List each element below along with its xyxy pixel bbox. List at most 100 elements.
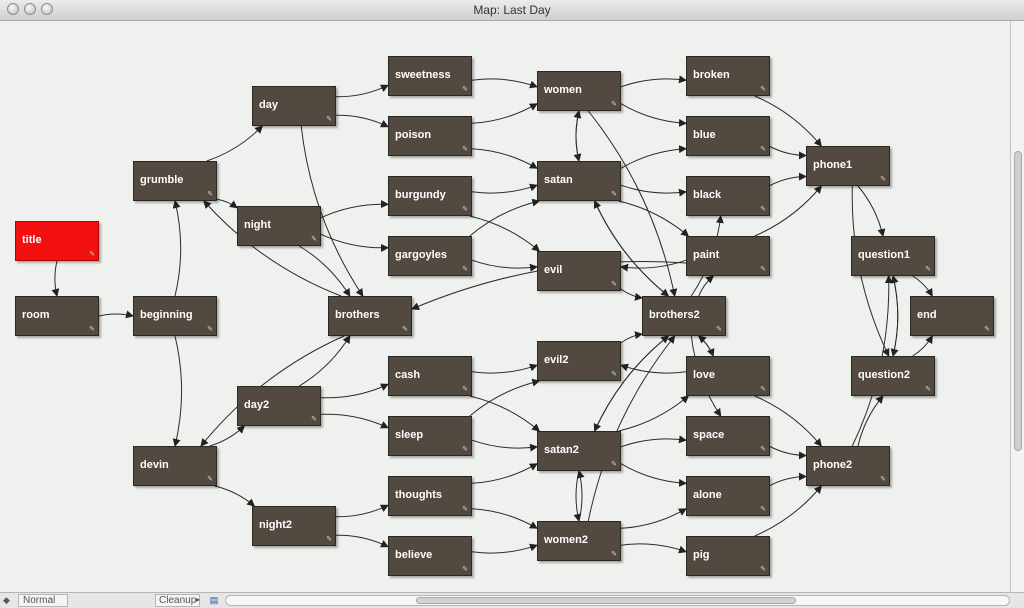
node-grumble[interactable]: grumble ✎ xyxy=(133,161,217,201)
node-beginning[interactable]: beginning✎ xyxy=(133,296,217,336)
node-phone2[interactable]: phone2✎ xyxy=(806,446,890,486)
node-burgundy[interactable]: burgundy ✎ xyxy=(388,176,472,216)
node-link-icon: ✎ xyxy=(880,176,886,183)
horizontal-scroll-thumb[interactable] xyxy=(416,597,796,604)
edge-brothers-to-grumble xyxy=(203,200,342,297)
cleanup-arrow-icon[interactable]: ▸ xyxy=(196,595,201,604)
edge-thoughts-to-women2 xyxy=(471,508,538,529)
node-link-icon: ✎ xyxy=(611,101,617,108)
node-link-icon: ✎ xyxy=(462,206,468,213)
node-label: satan xyxy=(544,174,573,186)
node-cash[interactable]: cash✎ xyxy=(388,356,472,396)
edge-evil2-to-brothers2 xyxy=(620,331,643,344)
node-satan[interactable]: satan✎ xyxy=(537,161,621,201)
node-day[interactable]: day✎ xyxy=(252,86,336,126)
cleanup-button[interactable]: Cleanup xyxy=(155,594,201,607)
node-gargoyles[interactable]: gargoyles✎ xyxy=(388,236,472,276)
window-titlebar: Map: Last Day xyxy=(0,0,1024,21)
node-sweetness[interactable]: sweetness✎ xyxy=(388,56,472,96)
edge-grumble-to-night xyxy=(216,198,238,209)
node-evil2[interactable]: evil2✎ xyxy=(537,341,621,381)
node-believe[interactable]: believe✎ xyxy=(388,536,472,576)
node-paint[interactable]: paint✎ xyxy=(686,236,770,276)
edge-women2-to-satan2 xyxy=(576,470,585,522)
node-label: question1 xyxy=(858,249,910,261)
node-label: women2 xyxy=(544,534,589,546)
node-label: night xyxy=(244,219,271,231)
node-question2[interactable]: question2✎ xyxy=(851,356,935,396)
close-window-button[interactable] xyxy=(7,3,19,15)
minimize-window-button[interactable] xyxy=(24,3,36,15)
node-label: devin xyxy=(140,459,169,471)
node-label: cash xyxy=(395,369,421,381)
node-brothers[interactable]: brothers✎ xyxy=(328,296,412,336)
node-question1[interactable]: question1✎ xyxy=(851,236,935,276)
edge-women2-to-pig xyxy=(620,543,687,554)
edge-brothers2-to-paint xyxy=(698,275,715,297)
node-phone1[interactable]: phone1✎ xyxy=(806,146,890,186)
node-label: day2 xyxy=(244,399,270,411)
mode-menu-arrow-icon[interactable]: ◆ xyxy=(3,595,10,605)
node-poison[interactable]: poison✎ xyxy=(388,116,472,156)
vertical-scroll-thumb[interactable] xyxy=(1014,151,1022,451)
edge-beginning-to-grumble xyxy=(172,200,182,297)
edge-brothers2-to-love xyxy=(698,335,715,357)
vertical-scrollbar[interactable] xyxy=(1010,21,1024,592)
node-label: gargoyles xyxy=(395,249,447,261)
node-label: grumble xyxy=(140,174,184,186)
node-label: end xyxy=(917,309,937,321)
node-black[interactable]: black✎ xyxy=(686,176,770,216)
mode-select[interactable]: Normal xyxy=(18,594,68,607)
node-link-icon: ✎ xyxy=(716,326,722,333)
node-label: sweetness xyxy=(395,69,451,81)
node-pig[interactable]: pig✎ xyxy=(686,536,770,576)
edge-gargoyles-to-evil xyxy=(471,259,538,272)
node-label: night2 xyxy=(259,519,292,531)
horizontal-scrollbar[interactable] xyxy=(225,595,1010,606)
node-label: black xyxy=(693,189,722,201)
node-link-icon: ✎ xyxy=(925,386,931,393)
node-label: broken xyxy=(693,69,730,81)
edge-sleep-to-satan2 xyxy=(471,439,538,452)
zoom-window-button[interactable] xyxy=(41,3,53,15)
node-sleep[interactable]: sleep✎ xyxy=(388,416,472,456)
node-brothers2[interactable]: brothers2✎ xyxy=(642,296,726,336)
node-label: satan2 xyxy=(544,444,579,456)
node-satan2[interactable]: satan2✎ xyxy=(537,431,621,471)
edge-night-to-gargoyles xyxy=(320,233,389,252)
node-label: burgundy xyxy=(395,189,446,201)
edge-poison-to-satan xyxy=(471,148,538,169)
node-label: blue xyxy=(693,129,716,141)
node-space[interactable]: space✎ xyxy=(686,416,770,456)
node-blue[interactable]: blue✎ xyxy=(686,116,770,156)
edge-phone1-to-question1 xyxy=(857,185,886,237)
node-night[interactable]: night✎ xyxy=(237,206,321,246)
edge-women2-to-brothers2 xyxy=(587,335,676,522)
grid-tool-icon[interactable]: ▤ xyxy=(209,595,219,605)
node-love[interactable]: love✎ xyxy=(686,356,770,396)
node-title[interactable]: title✎ xyxy=(15,221,99,261)
edge-satan-to-black xyxy=(620,184,687,197)
map-canvas[interactable]: title✎room✎grumble✎beginning✎devin✎day✎n… xyxy=(0,21,1010,592)
edge-paint-to-phone1 xyxy=(754,185,822,237)
node-women2[interactable]: women2✎ xyxy=(537,521,621,561)
node-link-icon: ✎ xyxy=(207,191,213,198)
node-women[interactable]: women✎ xyxy=(537,71,621,111)
node-thoughts[interactable]: thoughts✎ xyxy=(388,476,472,516)
node-link-icon: ✎ xyxy=(760,266,766,273)
node-broken[interactable]: broken✎ xyxy=(686,56,770,96)
edge-sweetness-to-women xyxy=(471,78,538,89)
node-room[interactable]: room✎ xyxy=(15,296,99,336)
edge-cash-to-evil2 xyxy=(471,363,538,374)
node-end[interactable]: end✎ xyxy=(910,296,994,336)
node-evil[interactable]: evil✎ xyxy=(537,251,621,291)
node-devin[interactable]: devin✎ xyxy=(133,446,217,486)
node-day2[interactable]: day2✎ xyxy=(237,386,321,426)
node-label: sleep xyxy=(395,429,424,441)
edge-satan2-to-love xyxy=(618,395,690,432)
edge-women2-to-alone xyxy=(620,508,687,529)
edge-day2-to-brothers xyxy=(298,335,351,387)
node-night2[interactable]: night2✎ xyxy=(252,506,336,546)
node-alone[interactable]: alone✎ xyxy=(686,476,770,516)
edge-believe-to-women2 xyxy=(471,543,538,554)
